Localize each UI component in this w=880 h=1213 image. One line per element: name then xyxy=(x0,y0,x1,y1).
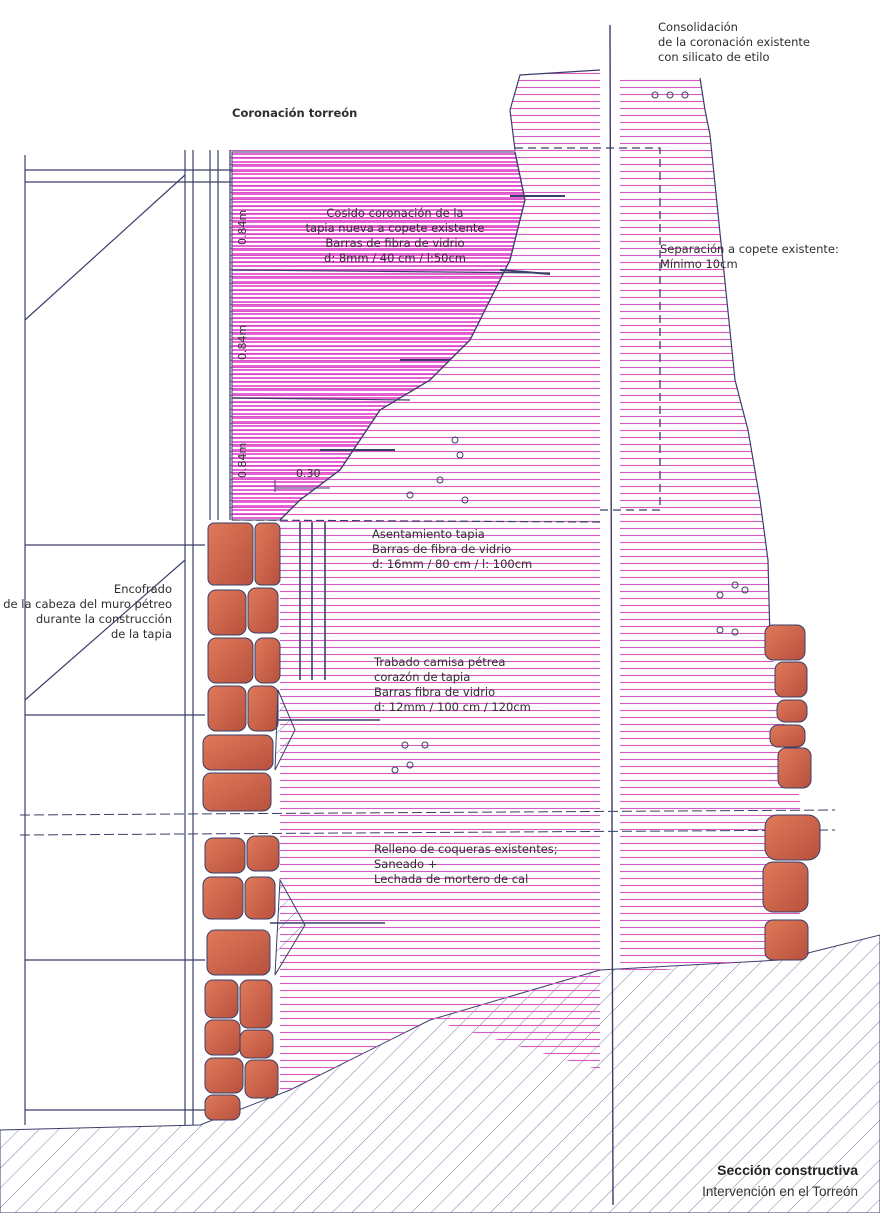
drawing-title: Sección constructiva xyxy=(717,1162,858,1178)
formwork-line-2: de la cabeza del muro pétreo xyxy=(3,597,172,611)
dimension-lift-3: 0.84m xyxy=(236,442,249,478)
stone-masonry-right xyxy=(762,624,821,961)
formwork-line-4: de la tapia xyxy=(110,627,172,641)
dimension-lift-2: 0.84m xyxy=(236,324,249,360)
label-crown: Coronación torreón xyxy=(232,106,358,120)
label-filling: Relleno de coqueras existentes; Saneado … xyxy=(374,842,558,887)
consolidation-line-2: de la coronación existente xyxy=(658,35,810,49)
dimension-overlap: 0.30 xyxy=(296,467,321,480)
stitching-line-2: tapia nueva a copete existente xyxy=(305,221,485,235)
consolidation-line-1: Consolidación xyxy=(658,20,738,34)
stitching-line-4: d: 8mm / 40 cm / l:50cm xyxy=(324,251,466,265)
label-seating: Asentamiento tapia Barras de fibra de vi… xyxy=(372,527,532,572)
scaffold xyxy=(24,150,232,1125)
drawing-subtitle: Intervención en el Torreón xyxy=(702,1184,858,1199)
label-stitching: Cosido coronación de la tapia nueva a co… xyxy=(290,206,500,266)
seating-line-1: Asentamiento tapia xyxy=(372,527,485,541)
binding-line-4: d: 12mm / 100 cm / 120cm xyxy=(374,700,531,714)
stone-masonry xyxy=(202,522,281,1121)
seating-line-3: d: 16mm / 80 cm / l: 100cm xyxy=(372,557,533,571)
filling-line-1: Relleno de coqueras existentes; xyxy=(374,842,558,856)
stitching-line-1: Cosido coronación de la xyxy=(326,206,464,220)
label-separation: Separación a copete existente: Mínimo 10… xyxy=(660,242,839,272)
seating-line-2: Barras de fibra de vidrio xyxy=(372,542,512,556)
filling-line-3: Lechada de mortero de cal xyxy=(374,872,529,886)
binding-line-3: Barras fibra de vidrio xyxy=(374,685,496,699)
stitching-line-3: Barras de fibra de vidrio xyxy=(325,236,465,250)
filling-line-2: Saneado + xyxy=(374,857,438,871)
dimension-lift-1: 0.84m xyxy=(236,209,249,245)
pebbles xyxy=(391,91,749,774)
formwork-line-1: Encofrado xyxy=(113,582,172,596)
formwork-line-3: durante la construcción xyxy=(35,612,172,626)
label-consolidation: Consolidación de la coronación existente… xyxy=(658,20,810,65)
label-binding: Trabado camisa pétrea corazón de tapia B… xyxy=(374,655,531,715)
right-wall xyxy=(620,75,800,975)
consolidation-line-3: con silicato de etilo xyxy=(658,50,770,64)
binding-line-2: corazón de tapia xyxy=(374,670,471,684)
separation-line-1: Separación a copete existente: xyxy=(660,242,839,256)
separation-line-2: Mínimo 10cm xyxy=(660,257,738,271)
label-formwork: Encofrado de la cabeza del muro pétreo d… xyxy=(0,582,172,642)
binding-line-1: Trabado camisa pétrea xyxy=(374,655,506,669)
